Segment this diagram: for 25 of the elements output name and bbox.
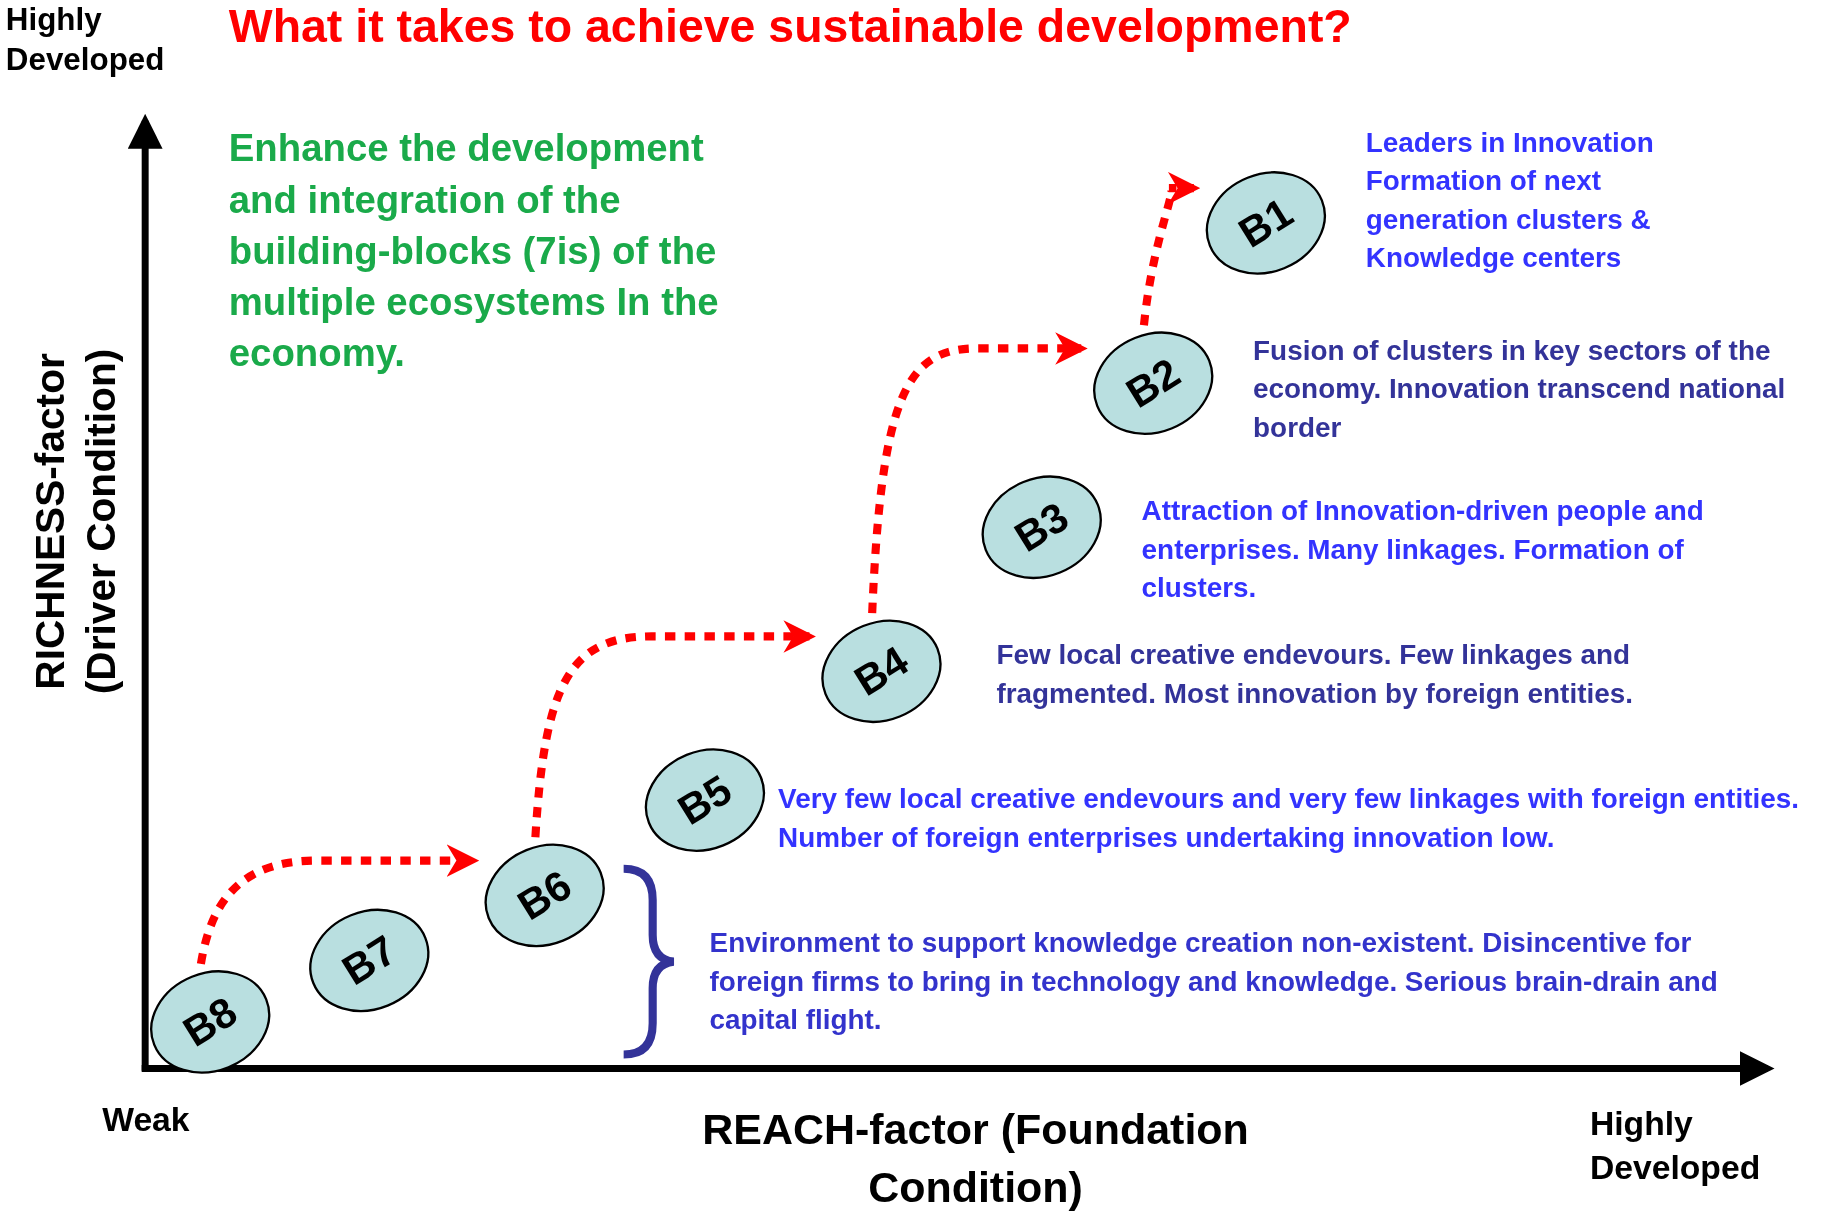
stage-description: Environment to support knowledge creation non-existent. Disincentive for foreign firms to bring in technology and knowledge. Serious brain-drain and capital flight.: [709, 925, 1719, 1037]
stage-label: B5: [669, 765, 741, 835]
stage-label: B2: [1117, 348, 1189, 419]
dotted-arrow: [531, 620, 816, 838]
stage-description: Very few local creative endevours and very few linkages with foreign entities. Number of foreign enterprises undertaking innovation low.: [778, 781, 1800, 855]
axis-title: RICHNESS-factor (Driver Condition): [25, 347, 125, 697]
dotted-arrow: [1139, 171, 1201, 326]
stage-label: B1: [1230, 188, 1302, 258]
stage-label: B3: [1006, 492, 1078, 563]
stage-label: B4: [845, 636, 918, 707]
goal-text: Enhance the development and integration of the building-blocks (7is) of the multiple ecosystems In the economy.: [228, 125, 720, 376]
stage-label: B8: [174, 987, 246, 1057]
stage-description: Attraction of Innovation-driven people and enterprises. Many linkages. Formation of clusters.: [1141, 493, 1705, 605]
dotted-arrow: [868, 332, 1088, 614]
title: What it takes to achieve sustainable development?: [228, 0, 1352, 53]
axis-label: Highly Developed: [5, 1, 166, 79]
axis-title: REACH-factor (Foundation Condition): [701, 1104, 1250, 1211]
dotted-arrow: [196, 844, 480, 965]
axis-label: Weak: [102, 1100, 190, 1140]
stage-description: Leaders in Innovation Formation of next generation clusters & Knowledge centers: [1365, 125, 1655, 275]
stage-description: Fusion of clusters in key sectors of the economy. Innovation transcend national border: [1253, 333, 1787, 445]
stage-description: Few local creative endevours. Few linkages and fragmented. Most innovation by foreign entities.: [996, 637, 1634, 711]
stage-label: B6: [509, 860, 581, 931]
stage-label: B7: [333, 925, 405, 996]
axis-label: Highly Developed: [1589, 1103, 1762, 1188]
